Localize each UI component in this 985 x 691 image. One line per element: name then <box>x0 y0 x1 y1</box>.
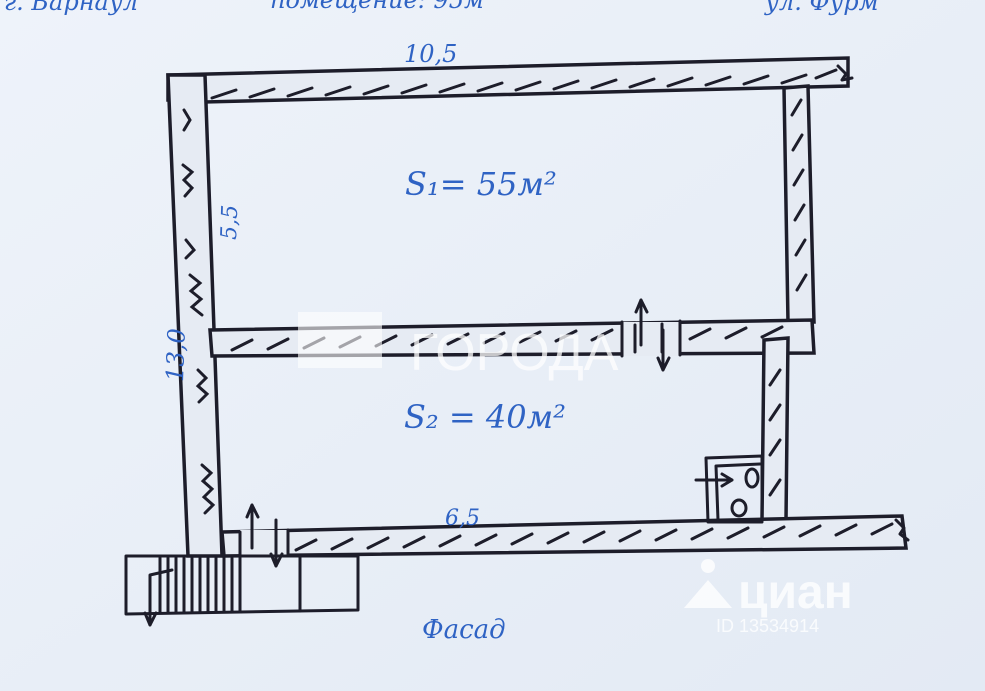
entrance-door-opening <box>240 530 288 558</box>
dimension-bottom: 6,5 <box>445 506 480 531</box>
right-wall-hatching <box>790 98 808 292</box>
wc-room <box>704 454 764 524</box>
header-premises: помещение: 95м <box>270 0 484 14</box>
goroda-watermark: ГОРОДА <box>298 312 619 382</box>
dimension-left-inner: 5,5 <box>217 204 243 240</box>
bottom-wall-hatching <box>294 522 894 552</box>
entrance-door-jambs <box>238 528 290 560</box>
room2-area: S₂ = 40м² <box>404 398 566 436</box>
room1-area: S₁= 55м² <box>405 165 557 203</box>
left-wall-hatching <box>181 108 216 515</box>
goroda-logo <box>298 312 382 368</box>
top-wall-hatching <box>210 68 838 100</box>
partition-door-jambs <box>620 319 682 358</box>
cian-id: ID 13534914 <box>716 616 819 636</box>
bottom-wall-break-mark <box>894 518 910 542</box>
partition-door-opening <box>622 322 680 356</box>
wc-door-arrow <box>694 472 734 488</box>
header-city: г. Барнаул <box>4 0 138 16</box>
entrance-arrow-up <box>245 503 260 550</box>
cian-watermark: циан ID 13534914 <box>684 559 853 636</box>
cian-logo-icon <box>684 580 732 608</box>
right-wall-room2 <box>760 336 790 522</box>
porch-divisions <box>238 554 302 614</box>
facade-label: Фасад <box>422 615 506 645</box>
top-wall-break-mark <box>836 64 854 82</box>
cian-logo-dot <box>701 559 715 573</box>
door-arrow-up <box>634 298 649 347</box>
dimension-left-outer: 13,0 <box>161 328 191 382</box>
sink-icon <box>744 467 760 489</box>
porch-outline <box>124 554 360 616</box>
goroda-watermark-text: ГОРОДА <box>410 324 619 382</box>
wc-room-inner <box>714 462 762 522</box>
cian-watermark-text: циан <box>738 566 853 619</box>
stair-steps <box>158 556 234 614</box>
toilet-icon <box>730 498 748 518</box>
dimension-top: 10,5 <box>404 40 457 68</box>
right-wall-room2-hatching <box>768 368 782 497</box>
right-wall-room1 <box>782 84 816 324</box>
door-arrow-down <box>656 328 671 372</box>
stair-arrow <box>143 568 174 627</box>
header-street: ул. Фурм <box>764 0 879 16</box>
